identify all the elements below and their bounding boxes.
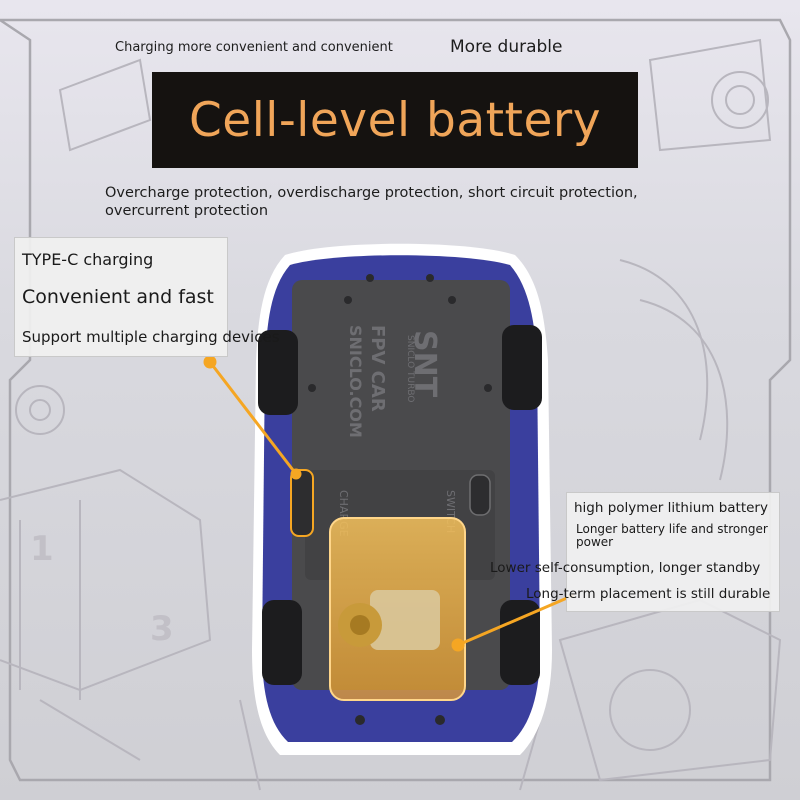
devices-label: Support multiple charging devices [22, 328, 280, 346]
battery-type-label: high polymer lithium battery [574, 500, 768, 516]
protection-features: Overcharge protection, overdischarge pro… [105, 185, 638, 219]
tagline: Charging more convenient and convenient [115, 40, 393, 55]
standby-label: Lower self-consumption, longer standby [490, 560, 761, 576]
battery-callout [566, 492, 780, 612]
durable-label: Long-term placement is still durable [526, 586, 771, 602]
convenient-label: Convenient and fast [22, 286, 214, 308]
type-c-label: TYPE-C charging [22, 250, 154, 269]
title-banner: Cell-level battery [152, 72, 638, 168]
svg-text:3: 3 [150, 609, 174, 649]
battery-life-label: Longer battery life and stronger power [576, 522, 768, 549]
svg-text:1: 1 [30, 529, 54, 569]
type-c-callout: TYPE-C charging Convenient and fast Supp… [14, 237, 280, 357]
page-title: Cell-level battery [188, 92, 602, 148]
tagline-durable: More durable [450, 37, 563, 57]
